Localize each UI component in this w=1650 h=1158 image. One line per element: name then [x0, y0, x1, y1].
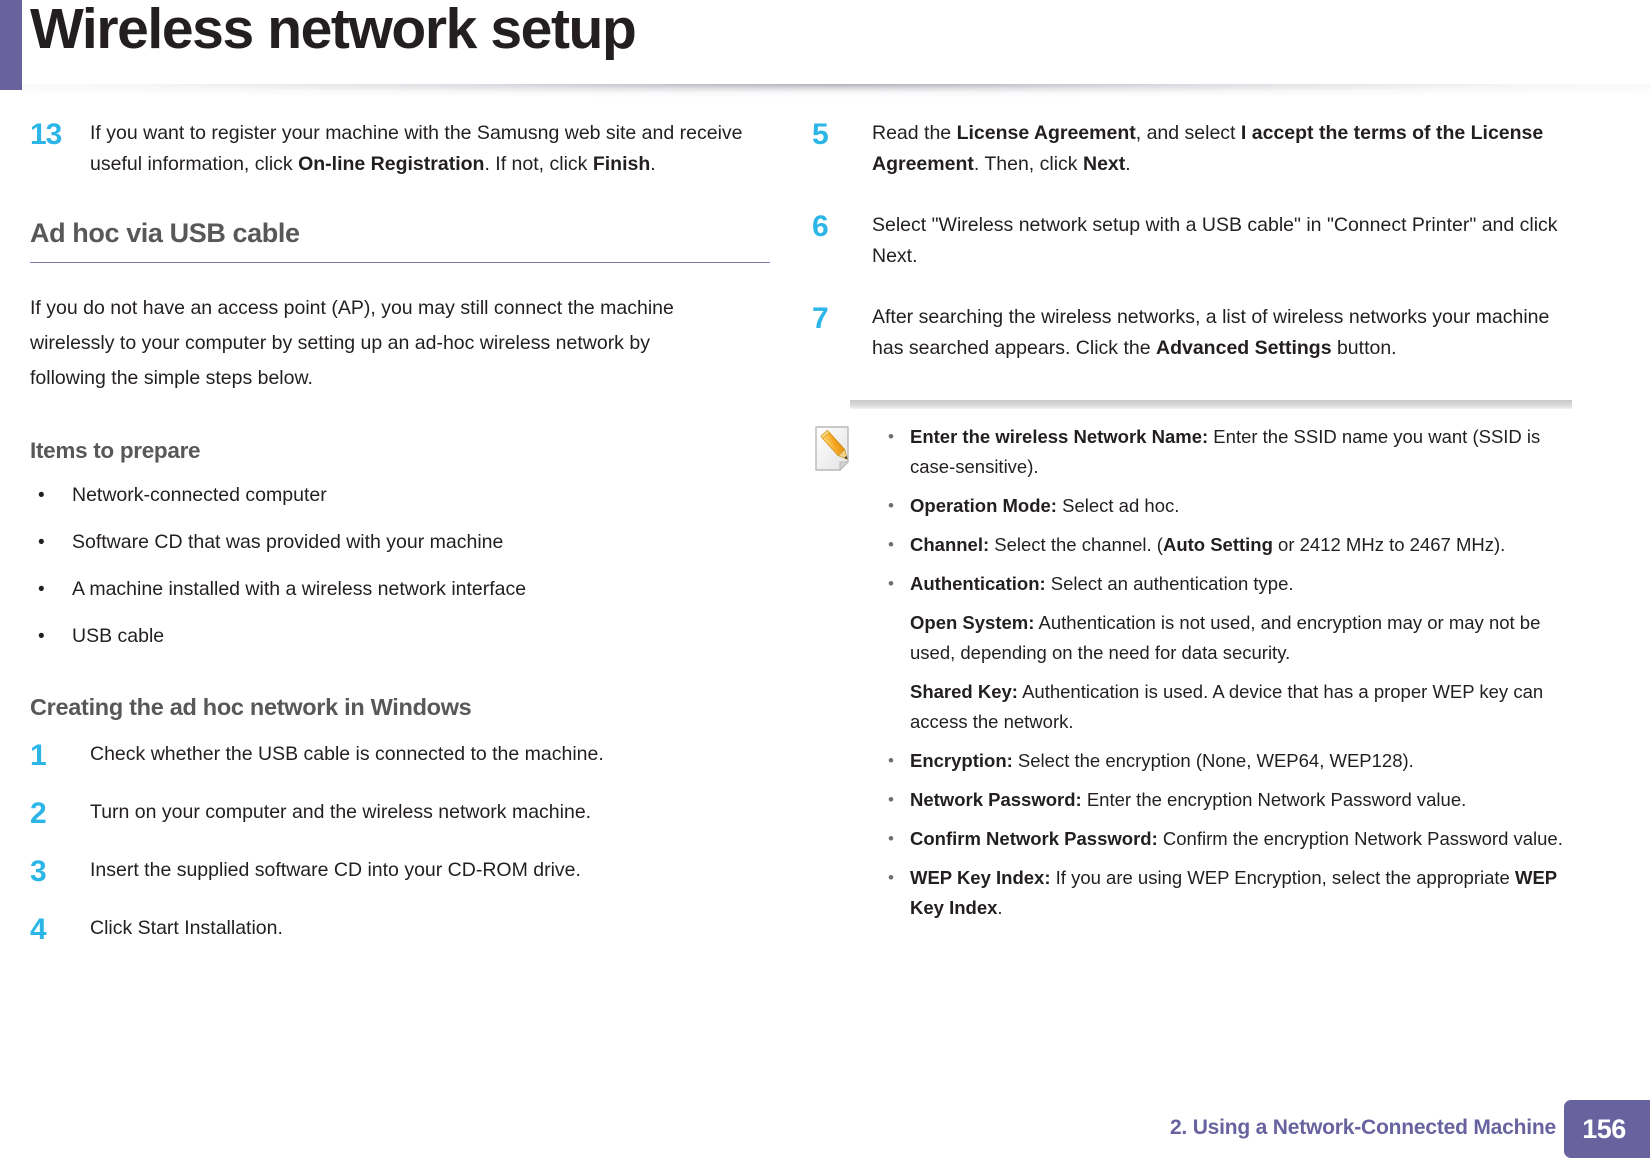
- step-text: If you want to register your machine wit…: [90, 122, 743, 175]
- step-5: 5 Read the License Agreement, and select…: [812, 118, 1572, 180]
- note-item-text: Authentication: Select an authentication…: [910, 573, 1294, 594]
- step-number: 2: [30, 797, 47, 830]
- note-item-text: Operation Mode: Select ad hoc.: [910, 495, 1180, 516]
- note-item: • Confirm Network Password: Confirm the …: [888, 824, 1572, 854]
- list-item-label: A machine installed with a wireless netw…: [72, 578, 527, 600]
- step-number: 1: [30, 739, 47, 772]
- items-list: • Network-connected computer • Software …: [30, 480, 790, 652]
- subheading-creating-ad-hoc-network: Creating the ad hoc network in Windows: [30, 694, 472, 720]
- note-item: • Channel: Select the channel. (Auto Set…: [888, 530, 1572, 560]
- bullet-icon: •: [888, 829, 894, 848]
- step-2: 2 Turn on your computer and the wireless…: [30, 797, 790, 829]
- bullet-icon: •: [888, 427, 894, 446]
- step-13: 13 If you want to register your machine …: [30, 118, 790, 180]
- step-number: 13: [30, 118, 62, 151]
- note-item: • WEP Key Index: If you are using WEP En…: [888, 863, 1572, 923]
- step-text: Check whether the USB cable is connected…: [90, 743, 604, 765]
- note-item-text: Network Password: Enter the encryption N…: [910, 789, 1467, 810]
- bullet-icon: •: [38, 485, 45, 506]
- bullet-icon: •: [888, 751, 894, 770]
- list-item-label: Network-connected computer: [72, 484, 327, 506]
- page-number-badge: 156: [1564, 1100, 1650, 1158]
- note-callout-box: • Enter the wireless Network Name: Enter…: [812, 400, 1572, 932]
- left-column: 13 If you want to register your machine …: [30, 118, 790, 971]
- header-divider: [22, 84, 1650, 98]
- bullet-icon: •: [38, 579, 45, 600]
- step-number: 6: [812, 210, 829, 243]
- step-text: Read the License Agreement, and select I…: [872, 122, 1544, 175]
- bullet-icon: •: [888, 868, 894, 887]
- bullet-icon: •: [888, 790, 894, 809]
- note-item: • Enter the wireless Network Name: Enter…: [888, 422, 1572, 482]
- step-text: After searching the wireless networks, a…: [872, 306, 1550, 359]
- note-sub-text: Shared Key: Authentication is used. A de…: [910, 681, 1544, 732]
- note-items-list: • Enter the wireless Network Name: Enter…: [886, 422, 1572, 932]
- step-number: 4: [30, 913, 47, 946]
- list-item: • Network-connected computer: [30, 480, 790, 511]
- footer-chapter-label: 2. Using a Network-Connected Machine: [1169, 1116, 1556, 1139]
- step-1: 1 Check whether the USB cable is connect…: [30, 739, 790, 771]
- note-sub-text: Open System: Authentication is not used,…: [910, 612, 1541, 663]
- subheading-items-to-prepare: Items to prepare: [30, 438, 201, 463]
- intro-paragraph: If you do not have an access point (AP),…: [30, 297, 674, 389]
- bullet-icon: •: [38, 532, 45, 553]
- numbered-steps-left: 1 Check whether the USB cable is connect…: [30, 739, 790, 945]
- list-item: • Software CD that was provided with you…: [30, 527, 790, 558]
- note-item-text: Channel: Select the channel. (Auto Setti…: [910, 534, 1506, 555]
- note-item-text: Confirm Network Password: Confirm the en…: [910, 828, 1563, 849]
- section-heading-ad-hoc: Ad hoc via USB cable: [30, 218, 300, 248]
- note-item-text: Enter the wireless Network Name: Enter t…: [910, 426, 1541, 477]
- step-number: 3: [30, 855, 47, 888]
- bullet-icon: •: [888, 535, 894, 554]
- list-item: • A machine installed with a wireless ne…: [30, 574, 790, 605]
- note-item-text: WEP Key Index: If you are using WEP Encr…: [910, 867, 1557, 918]
- right-column: 5 Read the License Agreement, and select…: [812, 118, 1572, 932]
- step-7: 7 After searching the wireless networks,…: [812, 302, 1572, 364]
- page-footer: 2. Using a Network-Connected Machine 156: [0, 1086, 1650, 1158]
- note-top-divider: [850, 400, 1572, 409]
- note-item: • Network Password: Enter the encryption…: [888, 785, 1572, 815]
- note-item: • Authentication: Select an authenticati…: [888, 569, 1572, 599]
- list-item: • USB cable: [30, 621, 790, 652]
- step-number: 7: [812, 302, 829, 335]
- note-item: • Operation Mode: Select ad hoc.: [888, 491, 1572, 521]
- page-title: Wireless network setup: [30, 0, 637, 61]
- section-heading-underline: [30, 262, 770, 263]
- note-item: • Encryption: Select the encryption (Non…: [888, 746, 1572, 776]
- bullet-icon: •: [38, 626, 45, 647]
- list-item-label: USB cable: [72, 625, 165, 647]
- step-text: Select "Wireless network setup with a US…: [872, 214, 1558, 267]
- note-pencil-icon: [812, 422, 886, 479]
- list-item-label: Software CD that was provided with your …: [72, 531, 504, 553]
- bullet-icon: •: [888, 496, 894, 515]
- page-number: 156: [1582, 1113, 1626, 1144]
- step-4: 4 Click Start Installation.: [30, 913, 790, 945]
- header-accent-bar: [0, 0, 22, 90]
- step-text: Insert the supplied software CD into you…: [90, 859, 581, 881]
- step-6: 6 Select "Wireless network setup with a …: [812, 210, 1572, 272]
- note-item-text: Encryption: Select the encryption (None,…: [910, 750, 1414, 771]
- step-3: 3 Insert the supplied software CD into y…: [30, 855, 790, 887]
- step-number: 5: [812, 118, 829, 151]
- step-text: Click Start Installation.: [90, 917, 283, 939]
- step-text: Turn on your computer and the wireless n…: [90, 801, 592, 823]
- bullet-icon: •: [888, 574, 894, 593]
- page-header: Wireless network setup: [0, 0, 1650, 98]
